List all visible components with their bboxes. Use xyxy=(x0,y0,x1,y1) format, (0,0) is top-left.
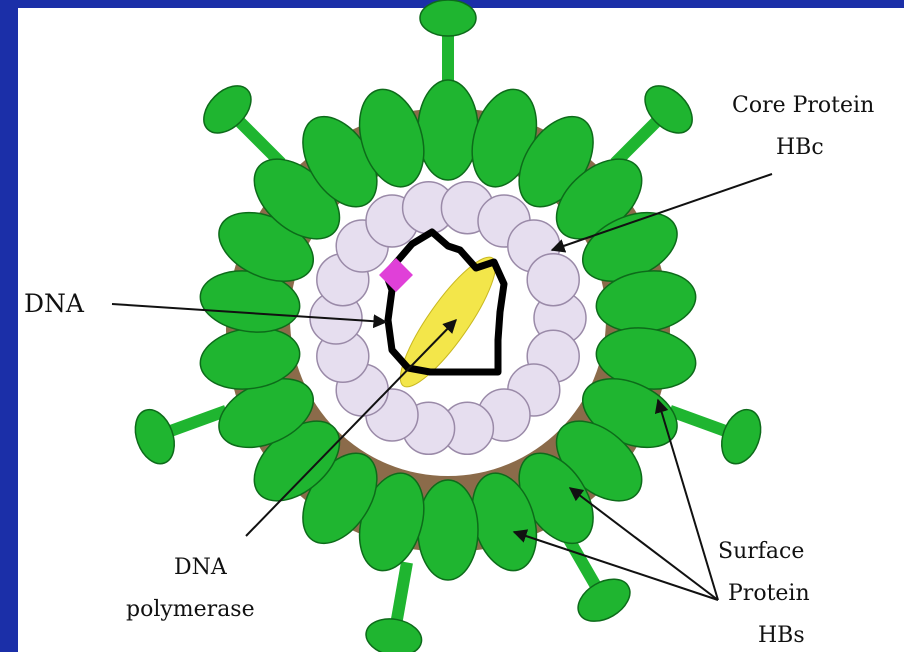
spike-stalk xyxy=(615,118,660,163)
spike-stalk xyxy=(236,118,281,163)
spike-stalk xyxy=(670,411,730,433)
dna-polymerase-label: DNA xyxy=(174,555,228,580)
spike-head xyxy=(571,571,637,630)
surface-protein-label-2: Protein xyxy=(728,581,810,606)
spike-head xyxy=(363,615,424,652)
surface-protein-label: Surface xyxy=(718,539,804,564)
spike-stalk xyxy=(166,411,226,433)
spike-head xyxy=(420,0,476,36)
surface-protein xyxy=(418,480,478,580)
dna-polymerase-sublabel: polymerase xyxy=(126,597,255,622)
dna-label: DNA xyxy=(24,289,85,318)
spike-head xyxy=(715,404,768,469)
surface-protein xyxy=(418,80,478,180)
spike-head xyxy=(128,404,181,469)
spike-stalk xyxy=(396,562,407,625)
core-protein-capsomere xyxy=(527,254,579,306)
core-protein-sublabel: HBc xyxy=(776,135,824,160)
core-protein-label: Core Protein xyxy=(732,93,874,118)
surface-protein-sublabel: HBs xyxy=(758,623,805,648)
